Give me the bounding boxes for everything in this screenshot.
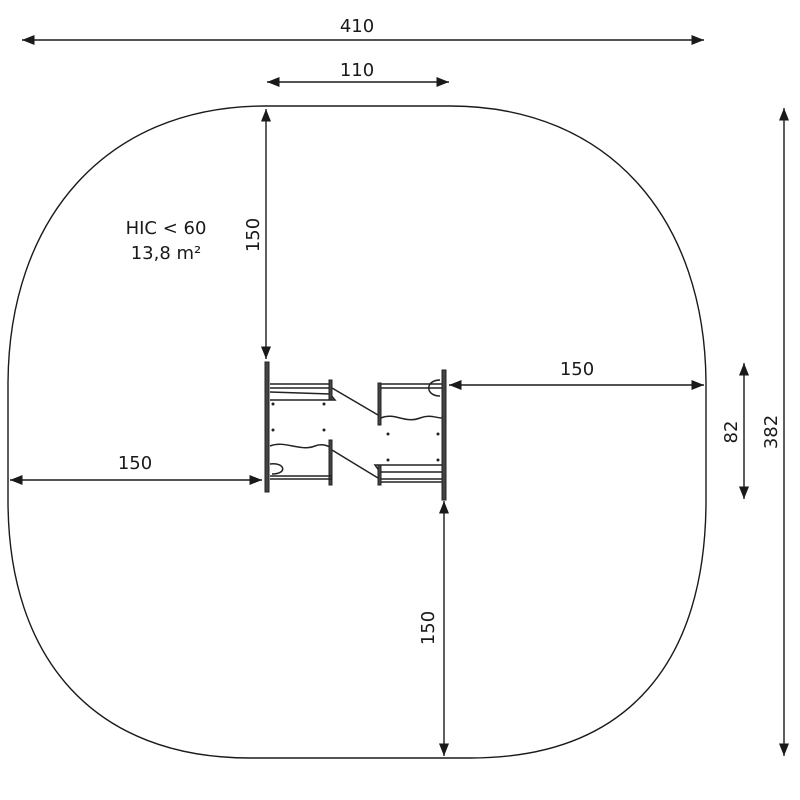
hic-label: HIC < 60 (126, 218, 207, 239)
dimension-top-clearance: 150 (243, 109, 272, 359)
svg-text:150: 150 (118, 453, 152, 474)
dimension-total-depth: 382 (761, 108, 790, 756)
svg-text:410: 410 (340, 16, 374, 37)
svg-text:150: 150 (418, 611, 439, 645)
svg-text:382: 382 (761, 415, 782, 449)
area-label: 13,8 m² (131, 243, 202, 264)
dimension-equipment-width: 110 (267, 60, 449, 88)
dimension-equipment-depth: 82 (721, 363, 750, 499)
dimension-bottom-clearance: 150 (418, 501, 450, 756)
dimension-total-width: 410 (22, 16, 704, 46)
svg-text:150: 150 (560, 359, 594, 380)
safety-zone-outline (7, 105, 707, 759)
equipment-top-view (264, 361, 447, 501)
svg-text:110: 110 (340, 60, 374, 81)
svg-text:82: 82 (721, 421, 742, 444)
dimension-right-clearance: 150 (449, 359, 704, 391)
svg-text:150: 150 (243, 218, 264, 252)
dimension-left-clearance: 150 (10, 453, 262, 486)
